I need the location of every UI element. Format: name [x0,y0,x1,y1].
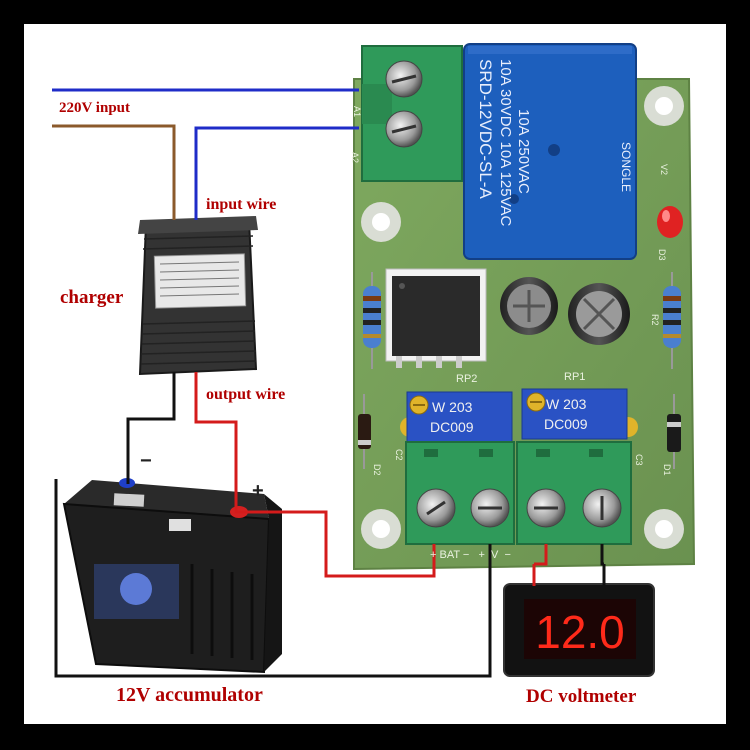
wire-battery-negative [54,479,492,678]
relay [463,43,637,260]
relay-brand: SONGLE [619,142,633,192]
wire-voltmeter-negative [600,544,604,566]
potentiometer-rp1 [521,388,628,440]
relay-markings: 10A 250VAC 10A 30VDC 10A 125VAC SRD-12VD… [476,59,633,227]
wire-output-negative [126,372,176,484]
wiring-illustration: A1 A2 V2 D3 R2 D2 D1 C3 C2 [52,43,696,678]
top-terminal-block [361,45,463,182]
diode-right [667,394,681,469]
wire-input-n [194,126,359,220]
relay-text-line1: 10A 250VAC [515,109,532,194]
svg-text:A2: A2 [350,152,360,163]
relay-text-line3: SRD-12VDC-SL-A [476,59,495,199]
rp2-label: RP2 [456,373,477,385]
wire-voltmeter-positive [534,544,548,566]
relay-text-line2: 10A 30VDC 10A 125VAC [497,59,514,227]
voltmeter-reading: 12.0 [535,606,625,658]
wire-output-positive [194,372,436,578]
svg-text:C2: C2 [394,449,404,461]
polarity-minus: − [140,450,152,472]
bottom-terminal-block [405,441,632,545]
rp2-sub: DC009 [430,419,474,435]
wiring [52,88,604,678]
terminal-label: + BAT − + V − [430,549,511,561]
label-input-wire: input wire [206,196,277,213]
wire-brown [52,124,176,220]
diode-left [358,394,371,469]
resistor-right [663,272,681,369]
capacitor-right [568,283,630,345]
label-220v-input: 220V input [59,100,131,116]
diagram-canvas: A1 A2 V2 D3 R2 D2 D1 C3 C2 [24,24,726,724]
rp1-label: RP1 [564,371,585,383]
svg-text:D3: D3 [657,249,667,261]
svg-text:R2: R2 [650,314,660,326]
rp1-code: W 203 [546,396,587,412]
pot-markings: W 203 DC009 W 203 DC009 [430,396,588,435]
charger-transformer [138,216,258,376]
svg-text:C3: C3 [634,454,644,466]
resistor-left [363,272,381,369]
red-led [657,206,683,238]
capacitor-left [500,277,558,335]
svg-text:A1: A1 [352,106,362,117]
rp2-code: W 203 [432,399,473,415]
battery-12v [62,478,282,674]
dc-voltmeter [503,564,655,677]
rp1-sub: DC009 [544,416,588,432]
polarity-plus: + [252,480,264,502]
svg-text:D2: D2 [372,464,382,476]
label-dc-voltmeter: DC voltmeter [526,686,637,707]
ic-chip [385,268,487,368]
label-charger: charger [60,287,124,308]
svg-text:D1: D1 [662,464,672,476]
svg-text:V2: V2 [659,164,669,175]
label-output-wire: output wire [206,386,286,403]
label-accumulator: 12V accumulator [116,684,263,706]
